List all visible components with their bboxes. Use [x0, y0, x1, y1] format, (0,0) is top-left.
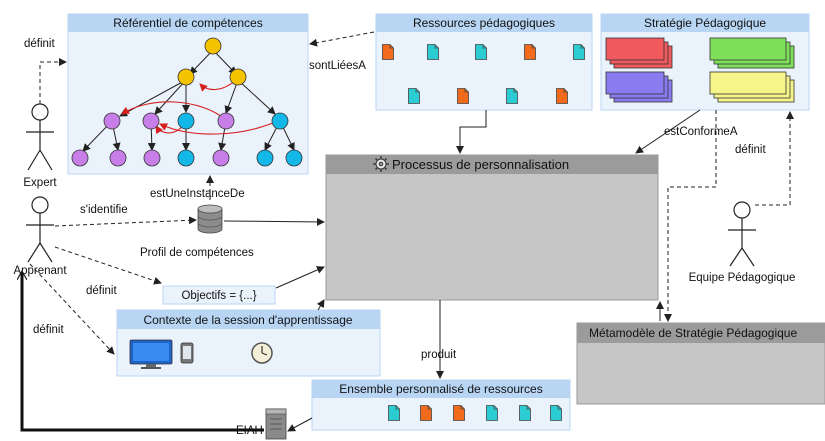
- label-definit-expert: définit: [24, 38, 55, 50]
- label-sontLiees: sontLiéesA: [309, 60, 366, 72]
- document-icon: [506, 88, 518, 104]
- strategy-stack-green: [709, 37, 795, 69]
- monitor-icon: [129, 339, 173, 369]
- objectifs-box: Objectifs = {...}: [162, 285, 276, 305]
- server-icon: [265, 408, 287, 440]
- competence-node: [177, 112, 195, 130]
- competence-node: [177, 68, 195, 86]
- label-produit: produit: [421, 349, 457, 361]
- label-definit-objectifs: définit: [86, 285, 117, 297]
- label-eiah: EIAH: [236, 425, 263, 437]
- referentiel-panel: Référentiel de compétences: [67, 13, 309, 175]
- ressources-panel: Ressources pédagogiques: [375, 13, 593, 111]
- contexte-panel: Contexte de la session d'apprentissage: [116, 309, 381, 377]
- contexte-title: Contexte de la session d'apprentissage: [143, 313, 352, 327]
- objectifs-label: Objectifs = {...}: [181, 290, 256, 302]
- document-icon: [524, 44, 536, 60]
- ressources-title: Ressources pédagogiques: [413, 16, 555, 30]
- competence-node: [204, 37, 222, 55]
- document-icon: [427, 44, 439, 60]
- competence-node: [271, 112, 289, 130]
- document-icon: [388, 405, 400, 421]
- competence-node: [285, 149, 303, 167]
- document-icon: [573, 44, 585, 60]
- competence-node: [212, 149, 230, 167]
- metamodele-panel: Métamodèle de Stratégie Pédagogique: [576, 322, 825, 405]
- document-icon: [408, 88, 420, 104]
- processus-panel: Processus de personnalisation: [325, 154, 659, 301]
- document-icon: [475, 44, 487, 60]
- competence-node: [217, 112, 235, 130]
- connectors: [29, 31, 794, 432]
- equipe-actor-icon: [728, 201, 756, 267]
- strategy-stack-yellow: [709, 71, 795, 103]
- document-icon: [486, 405, 498, 421]
- strategy-stack-blue: [605, 71, 673, 103]
- processus-title: Processus de personnalisation: [392, 157, 569, 172]
- competence-node: [103, 112, 121, 130]
- label-sidentifie: s'identifie: [80, 204, 128, 216]
- competence-node: [71, 149, 89, 167]
- equipe-label: Equipe Pédagogique: [689, 272, 796, 284]
- document-icon: [457, 88, 469, 104]
- competence-node: [177, 149, 195, 167]
- document-icon: [453, 405, 465, 421]
- expert-label: Expert: [23, 177, 57, 189]
- competence-node: [256, 149, 274, 167]
- expert-actor-icon: [26, 103, 54, 171]
- gear-icon: [373, 156, 389, 172]
- document-icon: [420, 405, 432, 421]
- strategie-title: Stratégie Pédagogique: [644, 16, 766, 30]
- competence-node: [229, 68, 247, 86]
- competence-node: [142, 112, 160, 130]
- label-definit-equipe: définit: [735, 144, 766, 156]
- clock-icon: [251, 342, 273, 364]
- label-definit-contexte: définit: [33, 324, 64, 336]
- label-estUneInstance: estUneInstanceDe: [150, 188, 245, 200]
- competence-node: [143, 149, 161, 167]
- document-icon: [550, 405, 562, 421]
- document-icon: [519, 405, 531, 421]
- apprenant-actor-icon: [26, 196, 54, 263]
- strategy-stack-red: [605, 37, 673, 69]
- strategie-panel: Stratégie Pédagogique: [600, 13, 810, 111]
- competence-node: [109, 149, 127, 167]
- label-profil: Profil de compétences: [140, 247, 254, 259]
- document-icon: [556, 88, 568, 104]
- phone-icon: [180, 342, 194, 364]
- database-icon: [197, 204, 223, 234]
- metamodele-title: Métamodèle de Stratégie Pédagogique: [589, 326, 797, 340]
- ensemble-panel: Ensemble personnalisé de ressources: [311, 379, 571, 431]
- referentiel-title: Référentiel de compétences: [113, 16, 262, 30]
- document-icon: [382, 44, 394, 60]
- ensemble-title: Ensemble personnalisé de ressources: [339, 382, 542, 396]
- label-estConforme: estConformeA: [664, 126, 738, 138]
- eiah-feedback-arrow: [22, 272, 264, 432]
